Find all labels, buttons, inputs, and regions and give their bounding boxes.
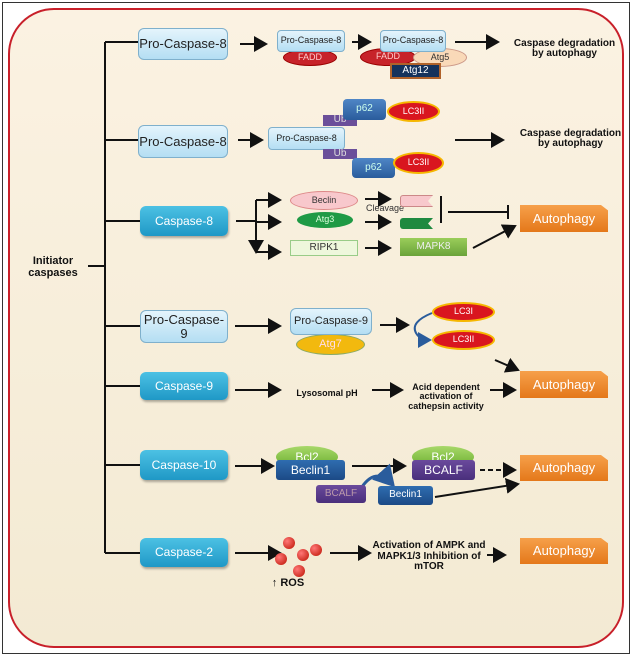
outcome-text: Caspase degradation by autophagy bbox=[519, 127, 622, 149]
atg12-node: Atg12 bbox=[390, 63, 441, 79]
p62-node: p62 bbox=[352, 158, 395, 178]
ros-label: ↑ ROS bbox=[271, 577, 305, 590]
ampk-text: Activation of AMPK and MAPK1/3 Inhibitio… bbox=[372, 540, 486, 573]
lysosomal-ph-text: Lysosomal pH bbox=[296, 388, 358, 399]
lc3ii-node: LC3II bbox=[432, 330, 495, 350]
beclin1-node: Beclin1 bbox=[378, 486, 433, 505]
ub-node: Ub bbox=[323, 115, 357, 126]
caspase-10-node: Caspase-10 bbox=[140, 450, 228, 480]
caspase-9-node: Caspase-9 bbox=[140, 372, 228, 400]
cathepsin-text: Acid dependent activation of cathepsin a… bbox=[408, 381, 484, 411]
lc3i-node: LC3I bbox=[432, 302, 495, 322]
ub-node: Ub bbox=[323, 148, 357, 159]
atg3-node: Atg3 bbox=[297, 212, 353, 228]
initiator-caspases-label: Initiator caspases bbox=[28, 255, 78, 279]
pro-caspase-8-node: Pro-Caspase-8 bbox=[277, 30, 345, 52]
bcalf-node: BCALF bbox=[412, 460, 475, 480]
pro-caspase-9-node: Pro-Caspase-9 bbox=[140, 310, 228, 343]
pro-caspase-9-node: Pro-Caspase-9 bbox=[290, 308, 372, 335]
pro-caspase-8-node: Pro-Caspase-8 bbox=[138, 28, 228, 60]
autophagy-node: Autophagy bbox=[520, 455, 608, 481]
mapk8-node: MAPK8 bbox=[400, 238, 467, 256]
atg7-node: Atg7 bbox=[296, 334, 365, 355]
cleavage-label: Cleavage bbox=[365, 203, 405, 214]
ripk1-node: RIPK1 bbox=[290, 240, 358, 256]
autophagy-node: Autophagy bbox=[520, 538, 608, 564]
pro-caspase-8-node: Pro-Caspase-8 bbox=[268, 127, 345, 150]
cleaved-beclin-fragment bbox=[400, 195, 433, 207]
caspase-8-node: Caspase-8 bbox=[140, 206, 228, 236]
bcalf-node: BCALF bbox=[316, 485, 366, 503]
pro-caspase-8-node: Pro-Caspase-8 bbox=[380, 30, 446, 52]
autophagy-node: Autophagy bbox=[520, 371, 608, 398]
outcome-text: Caspase degradation by autophagy bbox=[513, 37, 616, 59]
p62-node: p62 bbox=[343, 99, 386, 120]
beclin1-node: Beclin1 bbox=[276, 460, 345, 480]
lc3ii-node: LC3II bbox=[387, 101, 440, 122]
caspase-2-node: Caspase-2 bbox=[140, 538, 228, 567]
cleaved-atg3-fragment bbox=[400, 218, 433, 229]
beclin-node: Beclin bbox=[290, 191, 358, 210]
autophagy-node: Autophagy bbox=[520, 205, 608, 232]
lc3ii-node: LC3II bbox=[393, 152, 444, 174]
pro-caspase-8-node: Pro-Caspase-8 bbox=[138, 125, 228, 158]
